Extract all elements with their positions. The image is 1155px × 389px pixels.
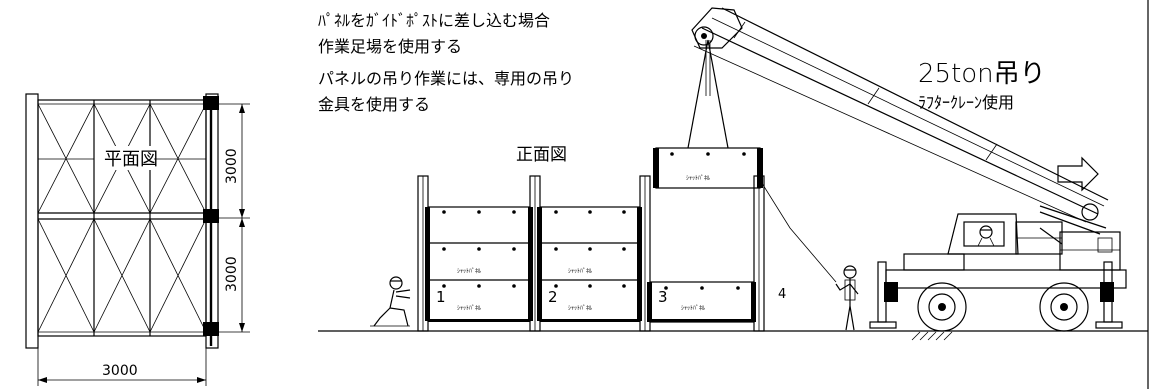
note-line-1: ﾊﾟﾈﾙをｶﾞｲﾄﾞﾎﾟｽﾄに差し込む場合 (318, 11, 550, 30)
notes: ﾊﾟﾈﾙをｶﾞｲﾄﾞﾎﾟｽﾄに差し込む場合 作業足場を使用する パネルの吊り作業… (318, 11, 574, 114)
crane (691, 7, 1127, 341)
sling-left (687, 39, 709, 149)
panel-bay-1: ｼｬｯﾄﾊﾟﾈﾙ ｼｬｯﾄﾊﾟﾈﾙ (425, 206, 533, 322)
sling-right (707, 39, 729, 149)
plan-view-label: 平面図 (104, 149, 158, 170)
panel-label: ｼｬｯﾄﾊﾟﾈﾙ (568, 268, 592, 275)
plan-clamp (203, 209, 219, 223)
panel-label: ｼｬｯﾄﾊﾟﾈﾙ (457, 305, 481, 312)
outrigger-front (869, 261, 898, 329)
plan-clamp (203, 96, 219, 110)
panel-bay-2: ｼｬｯﾄﾊﾟﾈﾙ ｼｬｯﾄﾊﾟﾈﾙ (537, 206, 642, 322)
plan-dim-width: 3000 (102, 363, 138, 379)
crane-title: 25ton吊り ﾗﾌﾀｰｸﾚｰﾝ使用 (918, 59, 1046, 112)
front-view-label: 正面図 (516, 145, 567, 165)
wheel-rear (1039, 282, 1089, 332)
direction-arrow-icon (1057, 156, 1099, 192)
plan-dim-upper: 3000 (224, 148, 240, 184)
crane-boom (691, 7, 1109, 235)
plan-clamp (203, 322, 219, 336)
sheave (694, 26, 714, 46)
crane-cab (947, 213, 1019, 255)
note-line-2: 作業足場を使用する (318, 37, 462, 56)
panel-label: ｼｬｯﾄﾊﾟﾈﾙ (568, 305, 592, 312)
position-number: 3 (658, 288, 668, 306)
plan-dim-lower: 3000 (224, 256, 240, 292)
lifted-panel: ｼｬｯﾄﾊﾟﾈﾙ (653, 39, 763, 189)
ground-hatch (911, 331, 953, 341)
worker-standing (835, 265, 859, 331)
panel-label: ｼｬｯﾄﾊﾟﾈﾙ (681, 305, 705, 312)
worker-kneeling (370, 276, 411, 327)
plan-left-post (25, 93, 39, 349)
panel-label: ｼｬｯﾄﾊﾟﾈﾙ (686, 175, 710, 182)
plan-view: 平面図 3000 3000 3000 (25, 93, 250, 386)
outrigger-rear (1095, 261, 1123, 329)
plan-frame (37, 99, 207, 337)
crane-type-label: ﾗﾌﾀｰｸﾚｰﾝ使用 (918, 93, 1014, 112)
tag-line (759, 179, 837, 283)
wheel-front (917, 282, 967, 332)
front-view: ｼｬｯﾄﾊﾟﾈﾙ ｼｬｯﾄﾊﾟﾈﾙ ｼｬｯﾄﾊﾟﾈﾙ ｼｬｯﾄﾊﾟﾈﾙ ｼｬｯﾄ… (370, 39, 859, 332)
note-line-3: パネルの吊り作業には、専用の吊り (318, 69, 574, 88)
operator (979, 225, 993, 239)
position-number: 4 (778, 287, 786, 302)
position-number: 1 (436, 288, 446, 306)
panel-label: ｼｬｯﾄﾊﾟﾈﾙ (457, 268, 481, 275)
panel-bay-3: ｼｬｯﾄﾊﾟﾈﾙ (647, 281, 756, 323)
crane-carrier (885, 231, 1127, 289)
crane-capacity-label: 25ton吊り (918, 59, 1046, 89)
note-line-4: 金具を使用する (318, 95, 430, 114)
position-number: 2 (548, 288, 558, 306)
